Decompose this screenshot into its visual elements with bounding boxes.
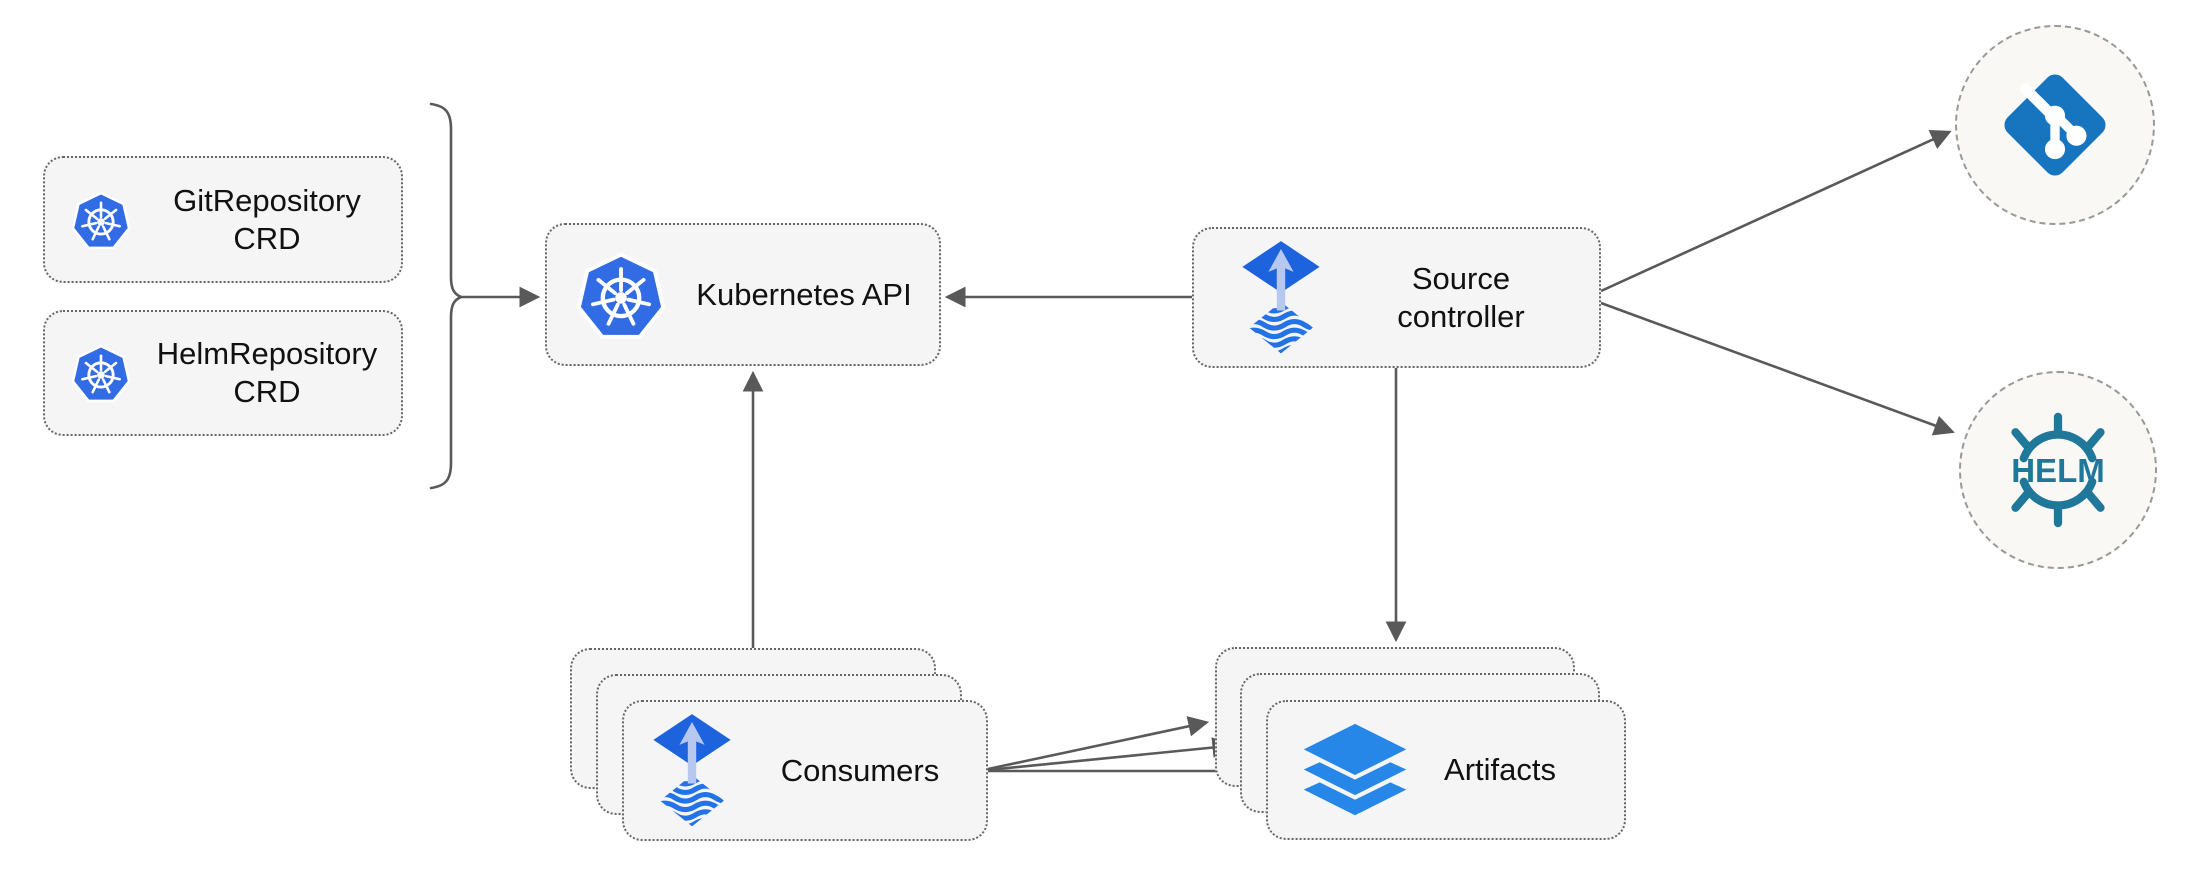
helm-wordmark: HELM bbox=[2011, 452, 2105, 489]
edge-source-controller-to-helm-remote bbox=[1600, 301, 1955, 436]
node-helm-repository-crd: HelmRepository CRD bbox=[43, 310, 403, 436]
edge-consumers-to-artifacts-2 bbox=[987, 737, 1234, 772]
consumers-label: Consumers bbox=[780, 752, 940, 788]
kubernetes-api-label: Kubernetes API bbox=[696, 276, 912, 312]
node-artifacts: Artifacts bbox=[1266, 700, 1626, 840]
helm-repository-crd-label: HelmRepository CRD bbox=[156, 336, 378, 409]
node-git-repository-crd: GitRepository CRD bbox=[43, 156, 403, 283]
git-repository-crd-label: GitRepository CRD bbox=[173, 182, 361, 256]
layers-icon bbox=[1294, 722, 1416, 818]
node-source-controller: Source controller bbox=[1192, 227, 1601, 368]
kubernetes-icon bbox=[573, 245, 669, 345]
source-controller-label: Source controller bbox=[1397, 260, 1525, 334]
kubernetes-icon bbox=[69, 188, 133, 252]
crd-group-bracket bbox=[429, 102, 465, 490]
flux-source-icon bbox=[650, 712, 734, 830]
node-consumers: Consumers bbox=[622, 700, 988, 841]
artifacts-label: Artifacts bbox=[1444, 752, 1556, 787]
node-helm-remote: HELM bbox=[1959, 371, 2157, 569]
edge-source-controller-to-git-remote bbox=[1600, 130, 1952, 293]
git-icon bbox=[1988, 58, 2122, 192]
edge-consumers-to-artifacts-1 bbox=[987, 716, 1210, 771]
node-git-remote bbox=[1955, 25, 2155, 225]
kubernetes-icon bbox=[69, 341, 133, 405]
helm-icon: HELM bbox=[2011, 412, 2105, 528]
node-kubernetes-api: Kubernetes API bbox=[545, 223, 941, 366]
flux-source-icon bbox=[1239, 239, 1323, 357]
